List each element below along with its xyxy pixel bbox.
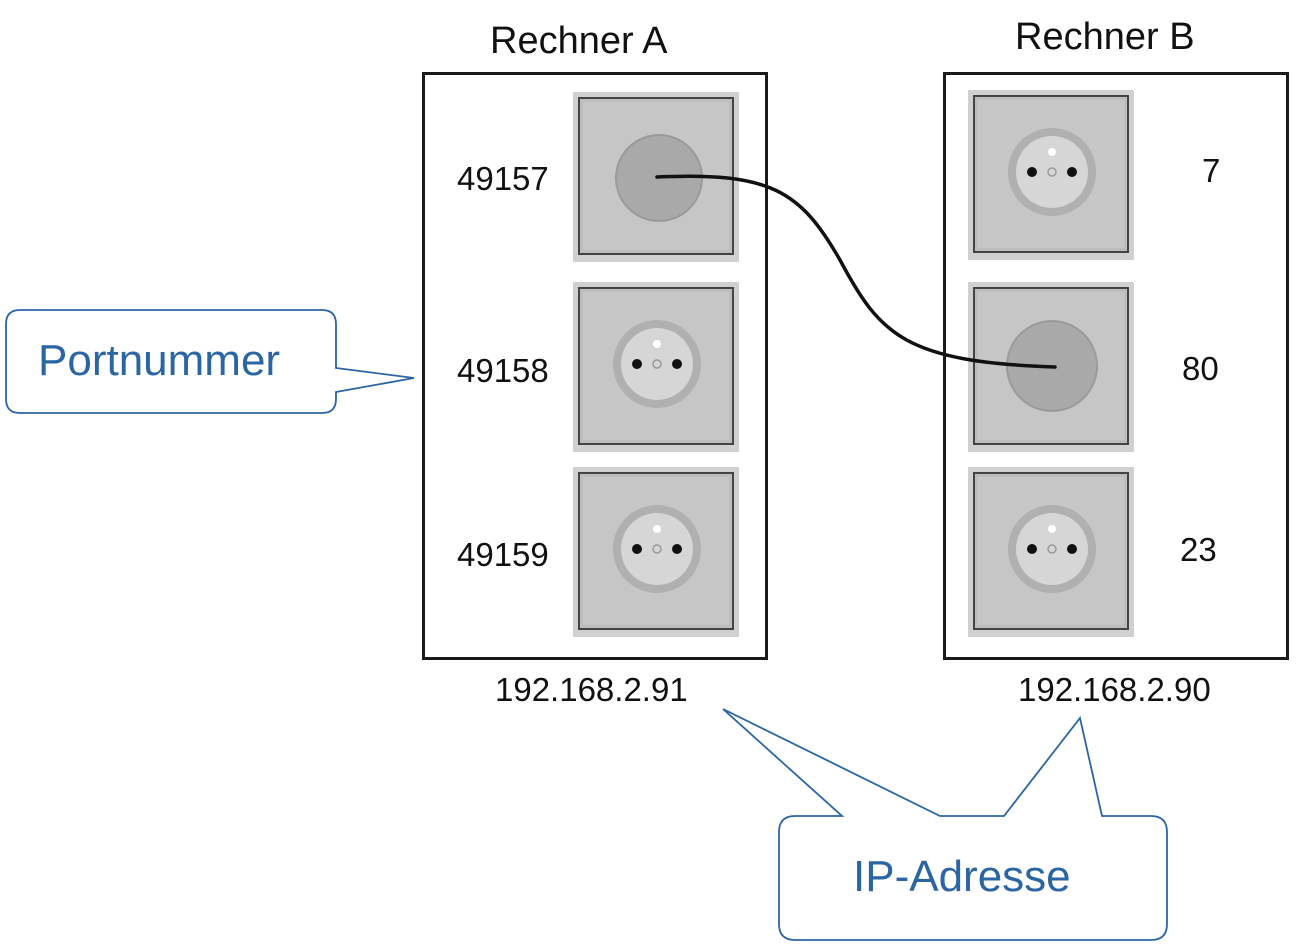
computer-b-title: Rechner B — [1015, 16, 1195, 58]
socket-b-7 — [968, 90, 1134, 260]
port-callout-label: Portnummer — [38, 336, 281, 385]
port-number-b-1: 7 — [1202, 152, 1221, 189]
ip-callout-label: IP-Adresse — [853, 852, 1071, 901]
port-number-a-2: 49158 — [457, 352, 549, 389]
socket-a-49159 — [573, 467, 739, 637]
socket-a-49158 — [573, 282, 739, 452]
socket-a-49157-plugged — [573, 92, 739, 262]
port-number-a-1: 49157 — [457, 160, 549, 197]
ip-callout-bubble — [722, 708, 1168, 941]
ip-address-b: 192.168.2.90 — [1018, 671, 1211, 708]
socket-b-23 — [968, 467, 1134, 637]
port-number-b-3: 23 — [1180, 531, 1217, 568]
ip-address-a: 192.168.2.91 — [495, 671, 688, 708]
port-number-b-2: 80 — [1182, 350, 1219, 387]
socket-b-80-plugged — [968, 282, 1134, 452]
port-number-a-3: 49159 — [457, 536, 549, 573]
computer-a-title: Rechner A — [490, 20, 668, 62]
